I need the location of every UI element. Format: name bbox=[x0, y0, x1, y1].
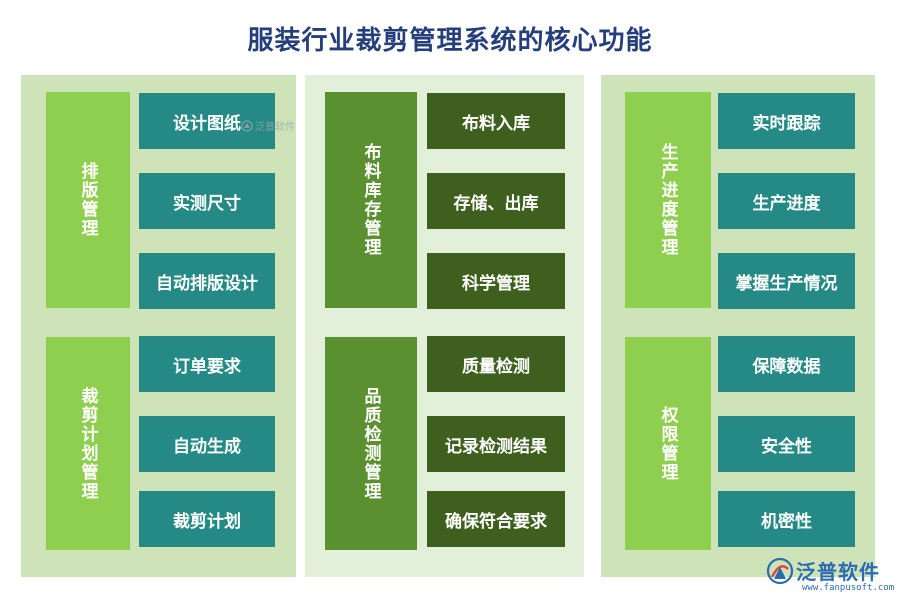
item-real-time-tracking: 实时跟踪 bbox=[717, 92, 856, 150]
small-watermark-text: 泛普软件 bbox=[255, 122, 295, 133]
category-production-progress-management: 生产进度管理 bbox=[625, 92, 711, 308]
category-cutting-plan-management: 裁剪计划管理 bbox=[46, 337, 130, 550]
item-security: 安全性 bbox=[717, 415, 856, 473]
item-ensure-compliance: 确保符合要求 bbox=[426, 490, 566, 548]
item-production-progress: 生产进度 bbox=[717, 172, 856, 230]
column-panel-1: 排版管理 设计图纸 实测尺寸 自动排版设计 裁剪计划管理 订单要求 自动生成 裁… bbox=[21, 75, 296, 577]
item-grasp-production-status: 掌握生产情况 bbox=[717, 252, 856, 310]
item-storage-outbound: 存储、出库 bbox=[426, 172, 566, 230]
item-quality-inspection: 质量检测 bbox=[426, 335, 566, 393]
column-panel-2: 布料库存管理 布料入库 存储、出库 科学管理 品质检测管理 质量检测 记录检测结… bbox=[305, 75, 584, 577]
item-order-requirements: 订单要求 bbox=[138, 335, 276, 393]
item-fabric-warehousing: 布料入库 bbox=[426, 92, 566, 150]
item-record-results: 记录检测结果 bbox=[426, 415, 566, 473]
category-quality-inspection-management: 品质检测管理 bbox=[325, 337, 417, 550]
item-measured-size: 实测尺寸 bbox=[138, 172, 276, 230]
item-scientific-management: 科学管理 bbox=[426, 252, 566, 310]
brand-logo-icon bbox=[766, 557, 794, 585]
item-design-drawings: 设计图纸 bbox=[138, 92, 276, 150]
item-auto-generate: 自动生成 bbox=[138, 415, 276, 473]
brand-logo-url: www.fanpusoft.com bbox=[802, 583, 895, 593]
watermark-logo-icon bbox=[241, 119, 253, 132]
small-watermark: 泛普软件 bbox=[241, 118, 295, 133]
category-fabric-inventory-management: 布料库存管理 bbox=[325, 92, 417, 308]
page-title: 服装行业裁剪管理系统的核心功能 bbox=[247, 26, 653, 56]
category-permission-management: 权限管理 bbox=[625, 337, 711, 550]
item-auto-layout-design: 自动排版设计 bbox=[138, 252, 276, 310]
column-panel-3: 生产进度管理 实时跟踪 生产进度 掌握生产情况 权限管理 保障数据 安全性 机密… bbox=[601, 75, 875, 577]
item-cutting-plan: 裁剪计划 bbox=[138, 490, 276, 548]
item-confidentiality: 机密性 bbox=[717, 490, 856, 548]
item-protect-data: 保障数据 bbox=[717, 335, 856, 393]
brand-logo-name: 泛普软件 bbox=[796, 560, 880, 584]
brand-logo: 泛普软件 www.fanpusoft.com bbox=[766, 553, 896, 598]
category-layout-management: 排版管理 bbox=[46, 92, 130, 308]
